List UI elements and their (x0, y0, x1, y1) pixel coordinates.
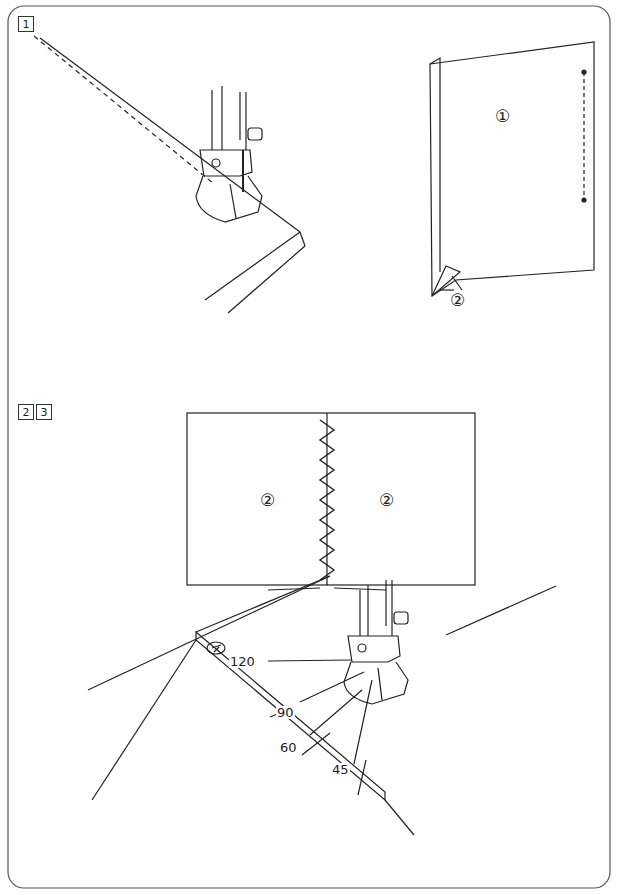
callout-number: ① (494, 108, 511, 125)
step-number: 3 (36, 404, 52, 420)
presser-foot (344, 580, 408, 704)
step-number: 2 (18, 404, 34, 420)
angle-mark: 90 (276, 706, 295, 719)
angle-mark: 60 (279, 741, 298, 754)
angle-mark: 45 (331, 763, 350, 776)
presser-foot (196, 86, 262, 222)
step-number: 1 (18, 16, 34, 32)
callout-number: ② (449, 292, 466, 309)
step-number-text: 2 (23, 407, 30, 418)
step-number-text: 1 (23, 19, 30, 30)
callout-number: ② (378, 492, 395, 509)
callout-number: ② (259, 492, 276, 509)
step-number-text: 3 (41, 407, 48, 418)
angle-mark: 120 (229, 655, 256, 668)
